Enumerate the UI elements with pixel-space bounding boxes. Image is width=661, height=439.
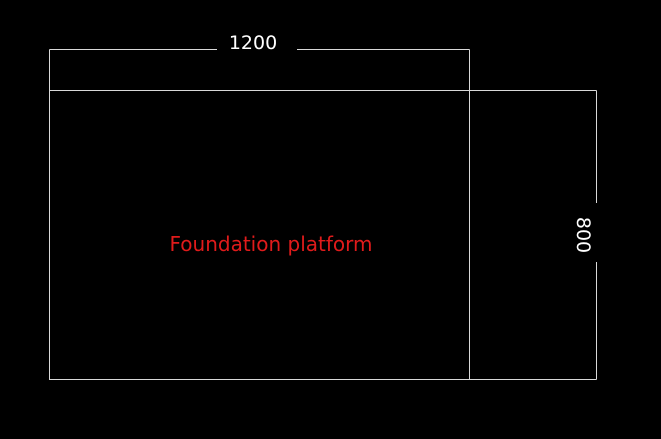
height-dimension-value: 800: [572, 217, 594, 253]
width-dimension-value: 1200: [229, 32, 277, 54]
foundation-platform-outline[interactable]: [49, 90, 470, 380]
width-dimension: 1200: [49, 32, 470, 91]
height-dimension: 800: [469, 90, 597, 380]
platform-label: Foundation platform: [170, 232, 373, 256]
